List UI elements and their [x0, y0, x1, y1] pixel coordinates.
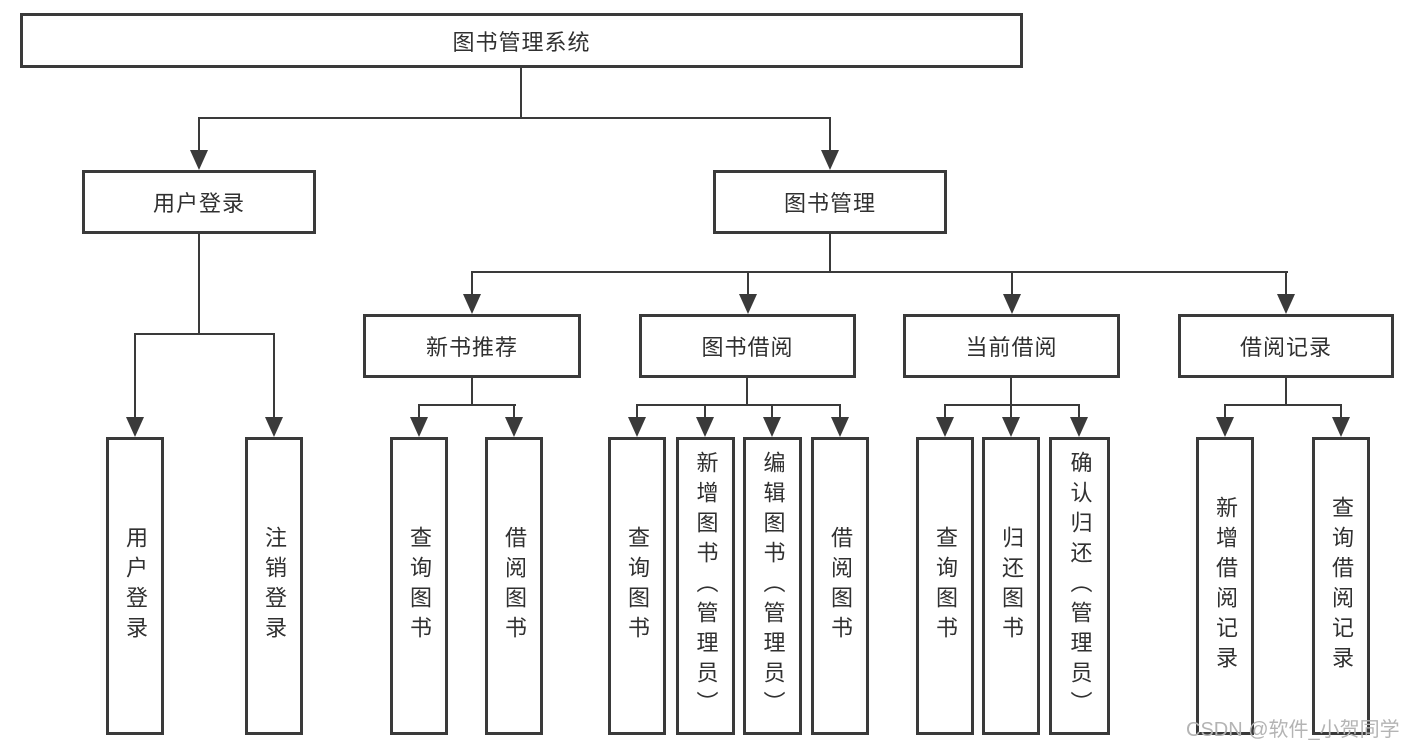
node-book-management: 图书管理 [713, 170, 947, 234]
arrow-down-icon [126, 417, 144, 437]
arrow-down-icon [463, 294, 481, 314]
arrow-down-icon [1002, 417, 1020, 437]
leaf-borrow-books-recommend: 借阅图书 [485, 437, 543, 735]
leaf-label: 借阅图书 [828, 526, 853, 646]
arrow-down-icon [1277, 294, 1295, 314]
leaf-return-books: 归还图书 [982, 437, 1040, 735]
connector-book-borrowing-rail [636, 404, 841, 406]
connector-new-book-stem [471, 378, 473, 406]
leaf-label: 用户登录 [123, 526, 148, 646]
connector-leaf-drop [134, 333, 136, 417]
node-new-book-recommend: 新书推荐 [363, 314, 581, 378]
arrow-down-icon [763, 417, 781, 437]
arrow-down-icon [1332, 417, 1350, 437]
leaf-label: 归还图书 [999, 526, 1024, 646]
arrow-down-icon [831, 417, 849, 437]
leaf-confirm-return-admin: 确认归还（管理员） [1049, 437, 1110, 735]
node-library-system: 图书管理系统 [20, 13, 1023, 68]
leaf-borrow-books: 借阅图书 [811, 437, 869, 735]
leaf-add-borrow-record: 新增借阅记录 [1196, 437, 1254, 735]
node-label: 借阅记录 [1239, 335, 1332, 360]
arrow-down-icon [1070, 417, 1088, 437]
watermark: CSDN @软件_小贺同学 [1186, 719, 1400, 741]
leaf-query-borrow-record: 查询借阅记录 [1312, 437, 1370, 735]
node-label: 图书管理系统 [452, 29, 591, 55]
leaf-query-books-current: 查询图书 [916, 437, 974, 735]
arrow-down-icon [1003, 294, 1021, 314]
connector-leaf-drop [1010, 404, 1012, 417]
leaf-user-login: 用户登录 [106, 437, 164, 735]
connector-leaf-drop [771, 404, 773, 417]
leaf-query-books-recommend: 查询图书 [390, 437, 448, 735]
leaf-label: 注销登录 [262, 526, 287, 646]
connector-user-login-stem [198, 234, 200, 334]
connector-book-management-stem [829, 234, 831, 272]
connector-leaf-drop [704, 404, 706, 417]
connector-leaf-drop [418, 404, 420, 417]
arrow-down-icon [739, 294, 757, 314]
arrow-down-icon [1216, 417, 1234, 437]
connector-user-login-rail [134, 333, 275, 335]
connector-leaf-drop [636, 404, 638, 417]
node-current-borrowing: 当前借阅 [903, 314, 1120, 378]
node-label: 用户登录 [152, 191, 245, 216]
node-borrowing-records: 借阅记录 [1178, 314, 1394, 378]
arrow-down-icon [505, 417, 523, 437]
leaf-label: 查询借阅记录 [1329, 496, 1354, 676]
arrow-down-icon [265, 417, 283, 437]
connector-user-login-drop [198, 117, 200, 150]
arrow-down-icon [410, 417, 428, 437]
leaf-label: 确认归还（管理员） [1067, 451, 1093, 721]
arrow-down-icon [821, 150, 839, 170]
connector-borrowing-records-stem [1285, 378, 1287, 406]
node-user-login: 用户登录 [82, 170, 316, 234]
node-label: 新书推荐 [425, 335, 518, 360]
connector-leaf-drop [513, 404, 515, 417]
connector-leaf-drop [273, 333, 275, 417]
leaf-label: 查询图书 [407, 526, 432, 646]
connector-leaf-drop [1224, 404, 1226, 417]
node-label: 图书借阅 [701, 335, 794, 360]
node-label: 当前借阅 [965, 335, 1058, 360]
connector-leaf-drop [1078, 404, 1080, 417]
connector-level1-rail [198, 117, 831, 119]
connector-module-drop [747, 271, 749, 294]
leaf-label: 编辑图书（管理员） [760, 451, 786, 721]
leaf-edit-books-admin: 编辑图书（管理员） [743, 437, 802, 735]
connector-module-drop [1011, 271, 1013, 294]
leaf-add-books-admin: 新增图书（管理员） [676, 437, 735, 735]
connector-leaf-drop [944, 404, 946, 417]
connector-module-drop [1285, 271, 1287, 294]
connector-modules-rail [471, 271, 1288, 273]
leaf-label: 新增图书（管理员） [693, 451, 719, 721]
node-book-borrowing: 图书借阅 [639, 314, 856, 378]
arrow-down-icon [936, 417, 954, 437]
leaf-label: 查询图书 [933, 526, 958, 646]
leaf-label: 新增借阅记录 [1213, 496, 1238, 676]
connector-leaf-drop [1340, 404, 1342, 417]
arrow-down-icon [628, 417, 646, 437]
connector-root-stem [520, 68, 522, 118]
connector-current-borrowing-rail [944, 404, 1080, 406]
arrow-down-icon [190, 150, 208, 170]
connector-module-drop [471, 271, 473, 294]
connector-book-management-drop [829, 117, 831, 150]
connector-current-borrowing-stem [1010, 378, 1012, 406]
leaf-logout: 注销登录 [245, 437, 303, 735]
connector-new-book-rail [418, 404, 516, 406]
connector-borrowing-records-rail [1224, 404, 1342, 406]
leaf-label: 借阅图书 [502, 526, 527, 646]
leaf-query-books-borrowing: 查询图书 [608, 437, 666, 735]
arrow-down-icon [696, 417, 714, 437]
node-label: 图书管理 [783, 191, 876, 216]
connector-leaf-drop [839, 404, 841, 417]
leaf-label: 查询图书 [625, 526, 650, 646]
connector-book-borrowing-stem [746, 378, 748, 406]
